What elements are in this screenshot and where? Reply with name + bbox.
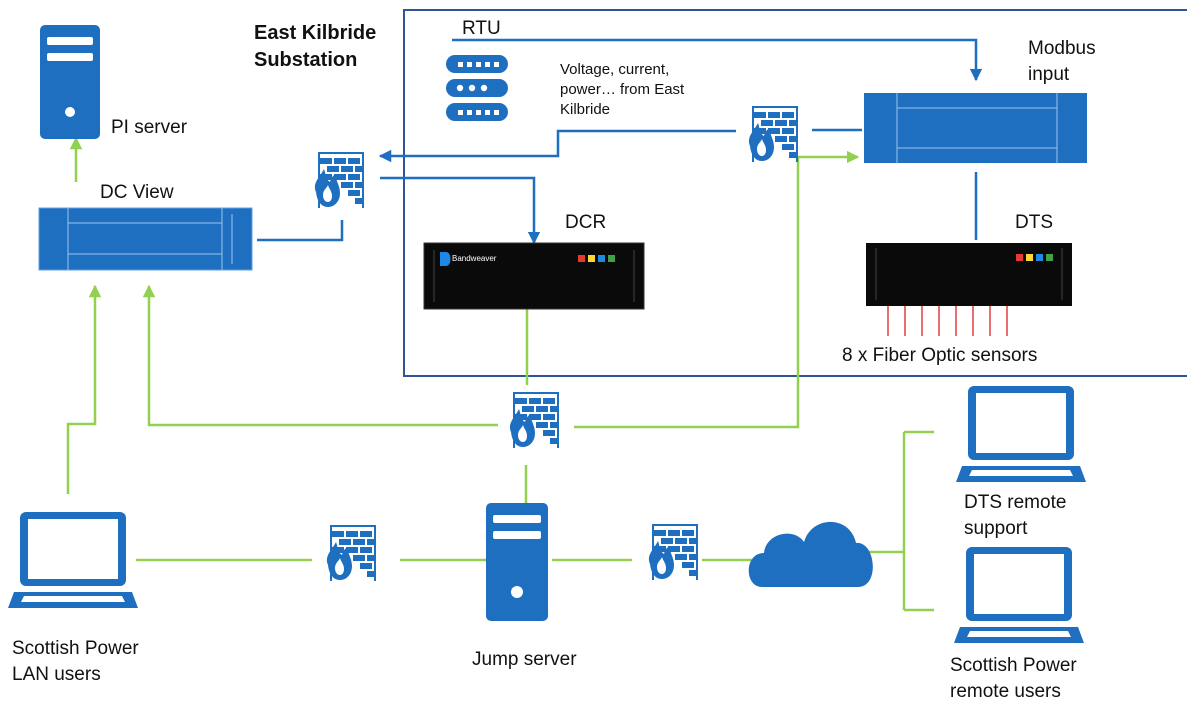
dts-support-laptop-icon[interactable] <box>956 386 1086 482</box>
pi-server-label: PI server <box>111 117 188 138</box>
firewall-to-modbus-link <box>574 150 860 429</box>
dts-unit-icon[interactable] <box>866 243 1072 306</box>
lan-users-label: Scottish Power LAN users <box>12 636 139 688</box>
remote-users-label-line2: remote users <box>950 681 1061 702</box>
modbus-label-line2: input <box>1028 64 1070 85</box>
firewall-to-dcview-link <box>378 129 736 163</box>
dts-support-label: DTS remote support <box>964 490 1066 542</box>
modbus-label: Modbus input <box>1028 36 1096 88</box>
fiber-sensors-label: 8 x Fiber Optic sensors <box>842 345 1038 366</box>
dc-view-server-icon[interactable] <box>38 207 253 271</box>
modbus-label-line1: Modbus <box>1028 38 1096 59</box>
dts-label: DTS <box>1015 212 1053 233</box>
lan-to-dcview-link <box>66 284 102 494</box>
firewall-to-dcr-link <box>380 176 541 245</box>
dcr-label: DCR <box>565 212 607 233</box>
jump-server-icon[interactable] <box>486 503 548 621</box>
firewall-icon[interactable] <box>648 524 698 580</box>
substation-title: East Kilbride Substation <box>254 20 376 74</box>
jump-to-dcview-link <box>142 284 498 427</box>
modbus-input-icon[interactable] <box>864 93 1087 163</box>
substation-title-line2: Substation <box>254 49 358 71</box>
lan-users-laptop-icon[interactable] <box>8 512 138 608</box>
dts-support-label-line1: DTS remote <box>964 492 1067 513</box>
dcview-to-firewall-link <box>257 220 344 242</box>
dts-support-label-line2: support <box>964 518 1028 539</box>
rtu-to-modbus-link <box>452 38 983 82</box>
fiber-sensor-lines <box>887 306 1008 336</box>
cloud-to-laptops-link <box>866 430 934 612</box>
remote-users-laptop-icon[interactable] <box>954 547 1084 643</box>
lan-users-label-line1: Scottish Power <box>12 638 139 659</box>
firewall-icon[interactable] <box>326 525 376 581</box>
firewall-icon[interactable] <box>314 152 364 208</box>
remote-users-label: Scottish Power remote users <box>950 653 1077 705</box>
rtu-icon[interactable] <box>446 55 508 121</box>
firewall-icon[interactable] <box>509 392 559 448</box>
rtu-note-line1: Voltage, current, <box>560 61 670 78</box>
dcr-unit-icon[interactable] <box>423 242 645 310</box>
dc-view-label: DC View <box>100 182 174 203</box>
cloud-icon[interactable] <box>748 521 873 587</box>
rtu-note-line2: power… from East <box>560 81 685 98</box>
firewall-icon[interactable] <box>748 106 798 162</box>
rtu-label: RTU <box>462 18 501 39</box>
dcr-brand-label: Bandweaver <box>452 254 497 263</box>
remote-users-label-line1: Scottish Power <box>950 655 1077 676</box>
jump-server-label: Jump server <box>472 649 577 670</box>
rtu-note: Voltage, current, power… from East Kilbr… <box>560 60 730 120</box>
rtu-note-line3: Kilbride <box>560 101 611 118</box>
substation-title-line1: East Kilbride <box>254 22 377 44</box>
pi-server-icon[interactable] <box>40 25 100 139</box>
lan-users-label-line2: LAN users <box>12 664 101 685</box>
